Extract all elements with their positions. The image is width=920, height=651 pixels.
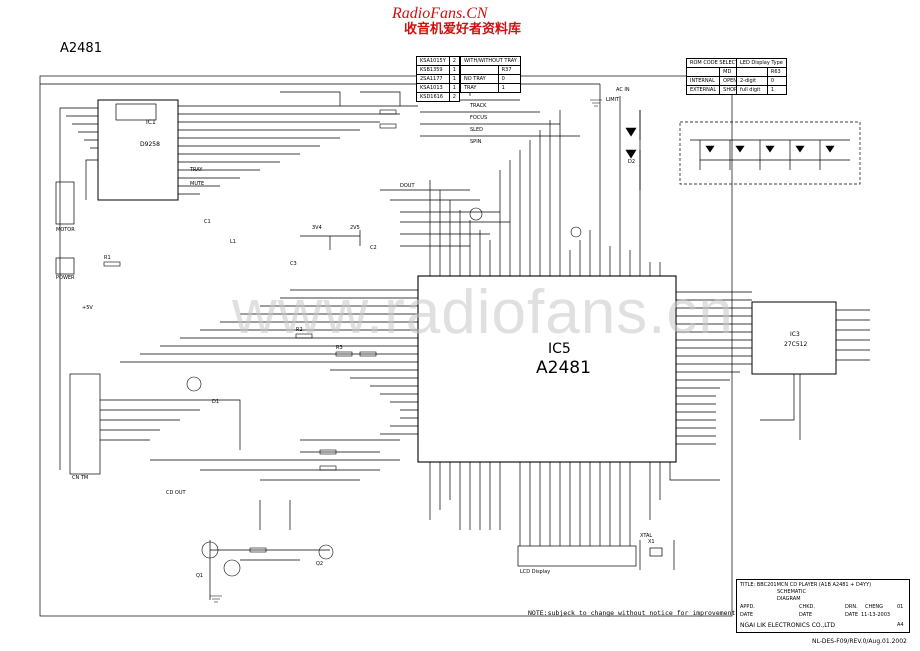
net-label: LIMIT [606, 97, 620, 103]
ic3-part: 27C512 [784, 341, 808, 348]
component-ref: R3 [336, 345, 343, 351]
cn-tm-connector [69, 373, 101, 475]
footer-code: NL-DES-F09/REV.0/Aug.01.2002 [812, 638, 907, 645]
net-label: +5V [82, 305, 93, 311]
ic5-label: IC5 [548, 341, 571, 357]
cn-tm-label: CN TM [72, 475, 89, 481]
company-name: NGAI LIK ELECTRONICS CO.,LTD [740, 622, 835, 629]
lcd-label: LCD Display [520, 569, 551, 575]
ic3-body [751, 301, 837, 375]
component-ref: D2 [628, 159, 636, 165]
tray-table-header: WITH/WITHOUT TRAY [460, 56, 521, 66]
ic1-label: IC1 [146, 119, 156, 126]
power-connector [55, 257, 75, 275]
component-ref: C1 [204, 219, 211, 225]
drawing-date: 11-13-2003 [861, 612, 891, 618]
cd-out-label: CD OUT [166, 490, 186, 496]
ic1-part: D9258 [140, 141, 160, 148]
net-label: SPIN [470, 139, 482, 145]
net-label: DOUT [400, 183, 415, 189]
net-label: FOCUS [470, 115, 488, 121]
component-ref: C2 [370, 245, 377, 251]
net-label: 2V5 [350, 225, 360, 231]
component-ref: R1 [104, 255, 111, 261]
net-label: SLED [470, 127, 483, 133]
watermark: www.radiofans.cn [232, 278, 734, 347]
component-ref: D1 [212, 399, 220, 405]
net-label: XTAL [640, 533, 653, 539]
ic3-label: IC3 [790, 331, 800, 338]
component-ref: Q1 [196, 573, 204, 579]
lcd-connector [517, 545, 637, 567]
motor-label: MOTOR [56, 227, 75, 233]
ic5-part: A2481 [536, 358, 591, 378]
drawn-by: CHENG [865, 604, 884, 610]
ac-in-label: AC IN [616, 87, 630, 93]
revision: 01 [897, 604, 904, 610]
motor-connector [55, 181, 75, 225]
ic1-notch [115, 103, 157, 121]
title-text: TITLE: BBC201MCN CD PLAYER (A1B A2481 + … [740, 582, 872, 588]
net-label: TRACK [470, 103, 487, 109]
net-label: TRAY [190, 167, 203, 173]
revision-note: NOTE:subjeck to change without notice fo… [528, 609, 736, 617]
component-ref: L1 [230, 239, 236, 245]
title-sub1: SCHEMATIC [777, 589, 806, 595]
component-ref: X1 [648, 539, 655, 545]
led-bank [679, 121, 861, 185]
sheet-size: A4 [897, 622, 904, 628]
component-ref: Q2 [316, 561, 324, 567]
drawing-border [39, 75, 733, 617]
site-title[interactable]: RadioFans.CN [392, 5, 488, 22]
component-ref: R2 [296, 327, 303, 333]
title-sub2: DIAGRAM [777, 596, 801, 602]
net-label: 3V4 [312, 225, 322, 231]
site-subtitle: 收音机爱好者资料库 [404, 22, 522, 37]
ic1-body [97, 99, 179, 201]
model-label: A2481 [60, 41, 102, 56]
power-label: POWER [56, 275, 75, 281]
net-label: MUTE [190, 181, 205, 187]
title-block: TITLE: BBC201MCN CD PLAYER (A1B A2481 + … [736, 579, 910, 633]
ic5-body [417, 275, 677, 463]
component-ref: C3 [290, 261, 297, 267]
crystal-x1 [649, 547, 663, 557]
